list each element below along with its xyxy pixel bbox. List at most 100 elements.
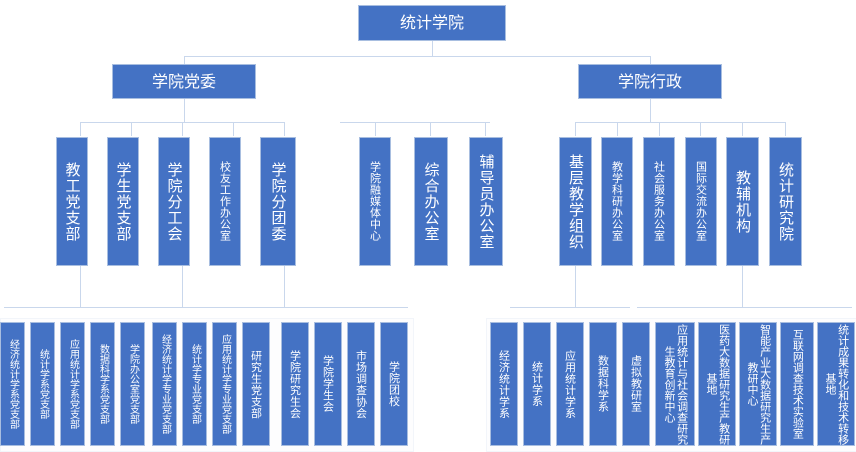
node-academic-unit-2-label: 教学科研办公室: [610, 161, 624, 242]
node-faculty-branch-3[interactable]: 应用统计学系党支部: [60, 322, 85, 446]
connector-admin-offices-bus: [340, 122, 490, 123]
node-party-unit-1[interactable]: 教工党支部: [56, 137, 88, 266]
connector-academic-unit-5: [742, 122, 743, 136]
connector-party-unit-4: [233, 122, 234, 136]
connector-academic-unit-4: [700, 122, 701, 136]
node-league-unit-4[interactable]: 学院团校: [380, 322, 408, 446]
node-party-unit-3[interactable]: 学院分工会: [158, 137, 190, 266]
node-student-branch-4-label: 研究生党支部: [249, 349, 263, 419]
node-party-unit-4-label: 校友工作办公室: [218, 161, 232, 242]
node-admin-office-2[interactable]: 综合办公室: [414, 137, 448, 266]
node-party-unit-2[interactable]: 学生党支部: [107, 137, 139, 266]
connector-party-unit-1: [80, 122, 81, 136]
node-league-unit-2[interactable]: 学院学生会: [314, 322, 342, 446]
connector-party-unit-2: [131, 122, 132, 136]
node-academic-unit-4[interactable]: 国际交流办公室: [685, 137, 717, 266]
connector-root-down: [432, 40, 433, 56]
node-party-committee-label: 学院党委: [151, 71, 216, 91]
node-academic-unit-5[interactable]: 教辅机构: [726, 137, 759, 266]
node-league-unit-3[interactable]: 市场调查协会: [347, 322, 375, 446]
node-faculty-branch-1[interactable]: 经济统计学系党支部: [0, 322, 25, 446]
connector-admin-office-3: [485, 122, 486, 136]
node-admin-office-3[interactable]: 辅导员办公室: [469, 137, 503, 266]
node-student-branch-1[interactable]: 经济统计学专业党支部: [152, 322, 177, 446]
node-academic-unit-1-label: 基层教学组织: [567, 153, 585, 250]
connector-party-unit-3: [182, 122, 183, 136]
node-league-unit-4-label: 学院团校: [387, 361, 401, 407]
connector-faculty-branch-bus: [4, 307, 159, 308]
node-academic-unit-4-label: 国际交流办公室: [694, 161, 708, 242]
node-research-base-3[interactable]: 智能产业大数据研究生产教研中心: [739, 322, 777, 446]
node-research-base-1-label: 应用统计与社会调查研究生教育创新中心: [663, 323, 689, 445]
node-student-branch-3[interactable]: 应用统计学专业党支部: [212, 322, 237, 446]
connector-research-bases-drop: [742, 265, 743, 307]
node-party-unit-3-label: 学院分工会: [165, 161, 184, 242]
node-party-unit-2-label: 学生党支部: [114, 161, 133, 242]
node-faculty-branch-2[interactable]: 统计学系党支部: [30, 322, 55, 446]
node-admin-office-1[interactable]: 学院融媒体中心: [359, 137, 391, 266]
node-faculty-branch-3-label: 应用统计学系党支部: [67, 339, 79, 429]
node-department-4[interactable]: 数据科学系: [589, 322, 617, 446]
node-faculty-branch-4-label: 数据科学系党支部: [97, 344, 109, 424]
node-department-1-label: 经济统计学系: [497, 349, 511, 419]
node-department-3[interactable]: 应用统计学系: [556, 322, 584, 446]
connector-admin-office-2: [430, 122, 431, 136]
connector-student-branch-bus: [148, 307, 288, 308]
connector-departments-drop: [575, 265, 576, 307]
connector-academic-unit-3: [659, 122, 660, 136]
node-department-2[interactable]: 统计学系: [523, 322, 551, 446]
node-root[interactable]: 统计学院: [358, 5, 506, 41]
connector-academic-unit-2: [617, 122, 618, 136]
node-party-unit-4[interactable]: 校友工作办公室: [209, 137, 241, 266]
node-student-branch-2-label: 统计学专业党支部: [189, 344, 201, 424]
connector-academic-units-bus: [575, 122, 785, 123]
node-root-label: 统计学院: [399, 13, 464, 33]
node-research-base-2-label: 医药大数据研究生产教研基地: [705, 323, 731, 445]
node-league-unit-3-label: 市场调查协会: [354, 349, 368, 419]
node-department-5-label: 虚拟教研室: [629, 355, 643, 413]
node-research-base-5-label: 统计成果转化和技术转移基地: [824, 323, 850, 445]
connector-party-committee-down: [184, 98, 185, 122]
connector-student-branch-drop: [182, 265, 183, 307]
node-research-base-5[interactable]: 统计成果转化和技术转移基地: [817, 322, 855, 446]
connector-to-party-committee: [184, 56, 185, 67]
node-research-base-3-label: 智能产业大数据研究生产教研中心: [746, 323, 772, 445]
node-faculty-branch-5[interactable]: 学院办公室党支部: [120, 322, 145, 446]
node-academic-unit-3[interactable]: 社会服务办公室: [643, 137, 675, 266]
node-league-unit-1[interactable]: 学院研究生会: [281, 322, 309, 446]
node-league-unit-1-label: 学院研究生会: [288, 349, 302, 419]
node-administration[interactable]: 学院行政: [578, 64, 722, 99]
connector-level2-bus: [184, 56, 650, 57]
node-research-base-1[interactable]: 应用统计与社会调查研究生教育创新中心: [655, 322, 695, 446]
node-department-3-label: 应用统计学系: [563, 349, 577, 419]
node-student-branch-1-label: 经济统计学专业党支部: [159, 334, 171, 434]
node-faculty-branch-4[interactable]: 数据科学系党支部: [90, 322, 115, 446]
node-research-base-2[interactable]: 医药大数据研究生产教研基地: [698, 322, 736, 446]
node-department-5[interactable]: 虚拟教研室: [622, 322, 650, 446]
node-administration-label: 学院行政: [617, 71, 682, 91]
node-research-base-4[interactable]: 互联网调查技术实验室: [780, 322, 814, 446]
node-party-unit-5[interactable]: 学院分团委: [260, 137, 296, 266]
node-academic-unit-2[interactable]: 教学科研办公室: [601, 137, 633, 266]
node-academic-unit-5-label: 教辅机构: [734, 169, 752, 234]
node-party-unit-1-label: 教工党支部: [63, 161, 82, 242]
node-party-committee[interactable]: 学院党委: [112, 64, 256, 99]
node-department-1[interactable]: 经济统计学系: [490, 322, 518, 446]
node-academic-unit-6[interactable]: 统计研究院: [769, 137, 802, 266]
node-admin-office-3-label: 辅导员办公室: [477, 153, 496, 250]
connector-admin-office-1: [375, 122, 376, 136]
node-admin-office-2-label: 综合办公室: [422, 161, 441, 242]
node-student-branch-2[interactable]: 统计学专业党支部: [182, 322, 207, 446]
connector-administration-down: [650, 98, 651, 122]
node-department-2-label: 统计学系: [530, 361, 544, 407]
node-academic-unit-1[interactable]: 基层教学组织: [559, 137, 592, 266]
node-faculty-branch-5-label: 学院办公室党支部: [127, 344, 139, 424]
node-party-unit-5-label: 学院分团委: [269, 161, 288, 242]
connector-academic-unit-1: [575, 122, 576, 136]
node-league-unit-2-label: 学院学生会: [321, 355, 335, 413]
connector-to-administration: [650, 56, 651, 67]
node-student-branch-3-label: 应用统计学专业党支部: [219, 334, 231, 434]
node-student-branch-4[interactable]: 研究生党支部: [242, 322, 270, 446]
connector-research-bases-bus: [637, 307, 852, 308]
